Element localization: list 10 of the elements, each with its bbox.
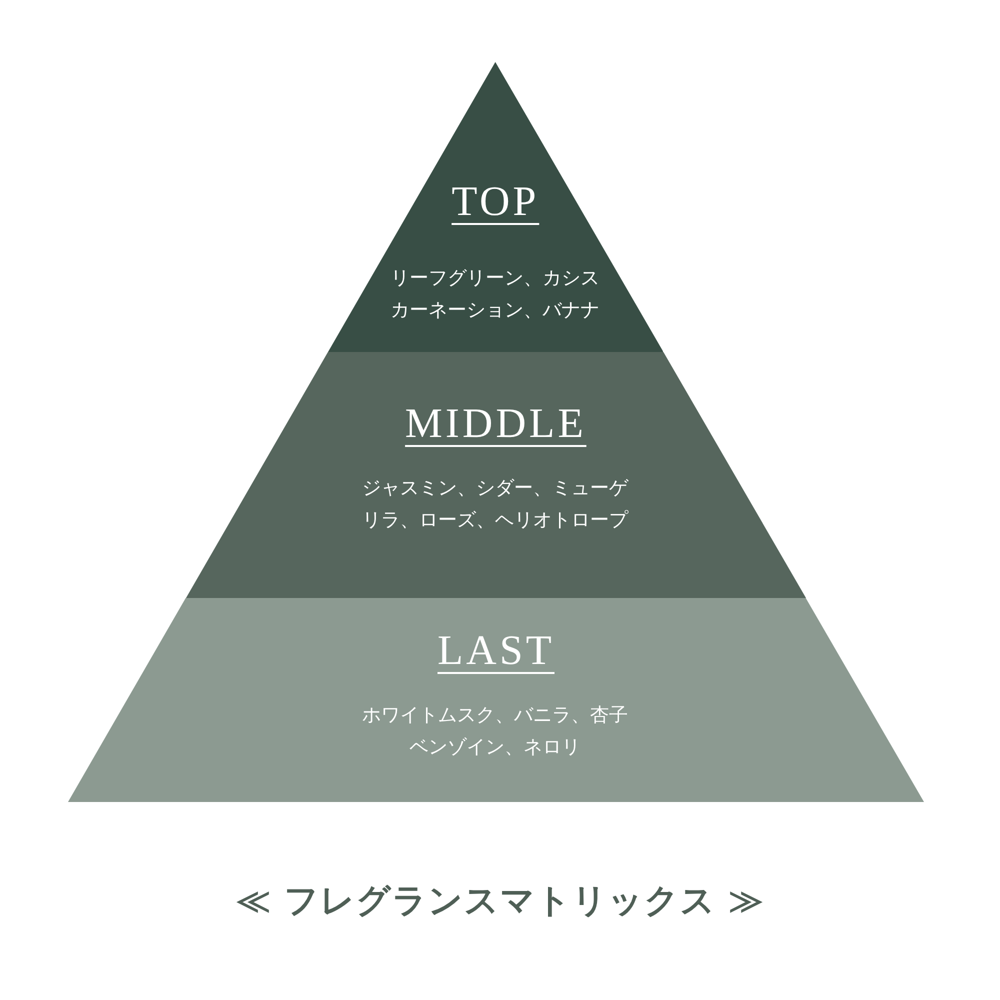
caption: ≪ フレグランスマトリックス ≫ — [236, 881, 764, 921]
note-list: リーフグリーン、カシスカーネーション、バナナ — [388, 262, 602, 326]
note-list: ジャスミン、シダー、ミューゲリラ、ローズ、ヘリオトロープ — [359, 472, 631, 536]
pyramid-band — [68, 598, 924, 802]
tier-heading: MIDDLE — [405, 401, 586, 447]
pyramid-band — [186, 352, 806, 598]
pyramid-band — [328, 62, 664, 352]
tier-heading: LAST — [438, 628, 554, 674]
note-list: ホワイトムスク、バニラ、杏子ベンゾイン、ネロリ — [359, 699, 631, 763]
tier-heading: TOP — [452, 179, 540, 225]
